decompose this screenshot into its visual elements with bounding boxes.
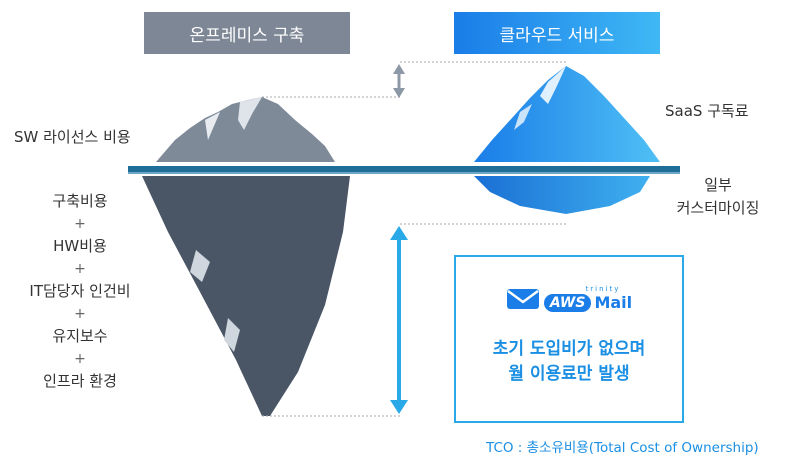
cost-item: IT담당자 인건비: [29, 282, 131, 300]
small-arrow-head-down: [393, 88, 405, 98]
promo-message: 초기 도입비가 없으며 월 이용료만 발생: [456, 337, 682, 387]
onprem-iceberg-base-highlight-2: [224, 318, 240, 352]
onprem-iceberg-tip: [156, 97, 335, 162]
big-arrow-head-up: [390, 226, 408, 240]
customizing-line-1: 일부: [704, 176, 732, 194]
onprem-iceberg-base-highlight: [190, 250, 210, 282]
cloud-iceberg-base: [474, 176, 650, 214]
cost-item: HW비용: [53, 237, 107, 255]
logo-mail-text: Mail: [594, 293, 633, 312]
onprem-iceberg-highlight: [238, 97, 262, 130]
envelope-icon: [506, 288, 539, 309]
cloud-iceberg-tip: [474, 66, 660, 162]
onprem-iceberg-highlight-2: [205, 112, 220, 140]
customizing-label: 일부 커스터마이징: [648, 174, 788, 220]
plus-sign: +: [74, 215, 86, 232]
plus-sign: +: [74, 260, 86, 277]
cloud-iceberg-highlight-2: [514, 104, 532, 130]
logo-aws-badge: AWS: [543, 293, 592, 312]
onprem-cost-list: 구축비용 + HW비용 + IT담당자 인건비 + 유지보수 + 인프라 환경: [10, 190, 150, 393]
customizing-line-2: 커스터마이징: [676, 199, 760, 217]
big-arrow-head-down: [390, 400, 408, 414]
small-arrow-head-up: [393, 64, 405, 74]
cloud-iceberg-highlight: [540, 66, 566, 104]
promo-line-2: 월 이용료만 발생: [508, 364, 630, 384]
cloud-header: 클라우드 서비스: [454, 12, 660, 54]
promo-box: trinity AWS Mail 초기 도입비가 없으며 월 이용료만 발생: [454, 255, 684, 423]
cost-item: 유지보수: [52, 327, 108, 345]
promo-line-1: 초기 도입비가 없으며: [492, 339, 646, 359]
plus-sign: +: [74, 350, 86, 367]
plus-sign: +: [74, 305, 86, 322]
saas-subscription-label: SaaS 구독료: [665, 102, 749, 120]
cost-item: 인프라 환경: [43, 372, 117, 390]
waterline: [128, 166, 680, 172]
tco-footnote: TCO : 총소유비용(Total Cost of Ownership): [486, 440, 759, 456]
onprem-header: 온프레미스 구축: [144, 12, 350, 54]
cost-item: 구축비용: [52, 192, 108, 210]
sw-license-label: SW 라이선스 비용: [14, 128, 131, 146]
logo-small-text: trinity: [585, 285, 621, 293]
waterline-shadow: [128, 172, 680, 174]
onprem-iceberg-base: [142, 176, 350, 416]
trinity-aws-mail-logo: trinity AWS Mail: [456, 285, 682, 312]
